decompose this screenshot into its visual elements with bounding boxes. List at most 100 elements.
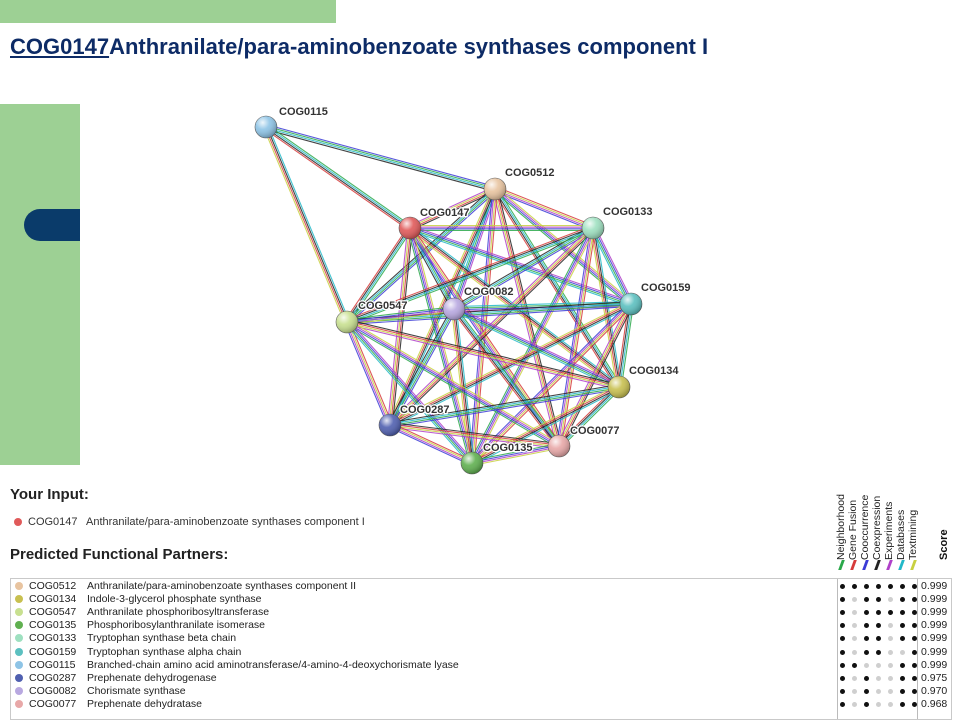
node-label: COG0082 <box>464 286 514 298</box>
partner-id: COG0134 <box>29 593 77 606</box>
network-edge <box>346 226 593 322</box>
network-edge <box>390 304 632 427</box>
network-node-cog0512[interactable]: COG0512 <box>483 166 556 201</box>
network-edge <box>560 228 596 447</box>
network-edge <box>557 227 593 446</box>
network-edge <box>495 186 595 227</box>
evidence-dot <box>876 688 881 694</box>
network-edge <box>453 309 619 389</box>
evidence-dot <box>852 597 857 603</box>
network-node-cog0115[interactable]: COG0115 <box>254 105 329 139</box>
network-edge <box>266 125 411 228</box>
evidence-dot <box>840 649 845 655</box>
evidence-dot <box>912 675 917 681</box>
network-node-cog0082[interactable]: COG0082 <box>442 285 515 321</box>
partner-score: 0.999 <box>921 619 948 632</box>
evidence-dot <box>840 623 845 629</box>
node-label: COG0133 <box>603 206 653 218</box>
table-row[interactable]: COG0134 Indole-3-glycerol phosphate synth… <box>11 593 951 606</box>
network-edge <box>347 304 632 324</box>
evidence-dot <box>876 584 881 589</box>
network-node-cog0287[interactable]: COG0287 <box>378 403 451 437</box>
network-edge <box>348 320 393 425</box>
evidence-dot <box>876 597 881 603</box>
evidence-dot <box>876 636 881 642</box>
evidence-dot <box>852 688 857 694</box>
slide-marker <box>24 209 80 241</box>
partner-id: COG0512 <box>29 580 77 592</box>
network-edge <box>388 426 472 466</box>
network-node-cog0159[interactable]: COG0159 <box>619 281 692 316</box>
partner-id: COG0133 <box>29 632 77 645</box>
title-description: Anthranilate/para-aminobenzoate synthase… <box>109 34 709 59</box>
network-edge <box>390 422 474 462</box>
network-edge <box>264 127 347 323</box>
network-edge <box>617 303 631 387</box>
network-edge <box>493 190 593 231</box>
network-edge <box>493 189 619 388</box>
evidence-header-label: Experiments <box>883 501 895 560</box>
network-edge <box>496 188 562 446</box>
node-highlight <box>379 414 401 436</box>
evidence-header-label: Cooccurrence <box>859 494 871 560</box>
network-edge <box>454 229 595 312</box>
network-node-cog0135[interactable]: COG0135 <box>460 441 534 475</box>
node-highlight <box>255 116 277 138</box>
evidence-dot <box>900 584 905 589</box>
evidence-dot <box>912 623 917 629</box>
network-edge <box>560 388 622 449</box>
title-cog-id[interactable]: COG0147 <box>10 34 110 59</box>
node-label: COG0547 <box>358 300 408 312</box>
evidence-header-label: Neighborhood <box>835 494 847 560</box>
network-edge <box>388 301 631 424</box>
network-node-cog0133[interactable]: COG0133 <box>581 205 654 240</box>
network-node-cog0134[interactable]: COG0134 <box>607 364 681 399</box>
network-edge <box>347 309 455 324</box>
network-edge <box>452 309 559 447</box>
partner-score: 0.999 <box>921 645 948 658</box>
network-edge <box>267 125 350 322</box>
partner-node-icon <box>15 686 23 695</box>
evidence-header-label: Gene Fusion <box>847 499 859 560</box>
evidence-dot <box>852 675 857 681</box>
partner-node-icon <box>15 621 23 630</box>
network-edge <box>408 228 472 464</box>
evidence-dot <box>888 701 893 707</box>
partner-name: Indole-3-glycerol phosphate synthase <box>87 593 262 606</box>
evidence-dot <box>888 610 893 616</box>
partner-name: Phosphoribosylanthranilate isomerase <box>87 619 266 632</box>
network-edge <box>454 228 594 311</box>
evidence-dot <box>876 662 881 668</box>
network-node-cog0147[interactable]: COG0147 <box>398 206 471 240</box>
network-edge <box>347 320 620 387</box>
network-node-cog0077[interactable]: COG0077 <box>547 424 621 458</box>
input-id: COG0147 <box>28 516 78 528</box>
network-edge <box>409 187 495 228</box>
network-edge <box>495 188 621 387</box>
network-edge <box>559 387 620 447</box>
network-edge <box>345 227 410 322</box>
partner-score: 0.975 <box>921 671 948 684</box>
network-edge <box>345 225 593 321</box>
network-edge <box>591 228 631 305</box>
network-edge <box>345 322 472 464</box>
network-edge <box>472 387 620 465</box>
node-highlight <box>620 293 642 315</box>
network-node-cog0547[interactable]: COG0547 <box>335 299 409 334</box>
network-edge <box>346 307 454 322</box>
evidence-dot <box>840 662 845 668</box>
evidence-dot <box>900 701 905 707</box>
evidence-dot <box>912 688 917 694</box>
